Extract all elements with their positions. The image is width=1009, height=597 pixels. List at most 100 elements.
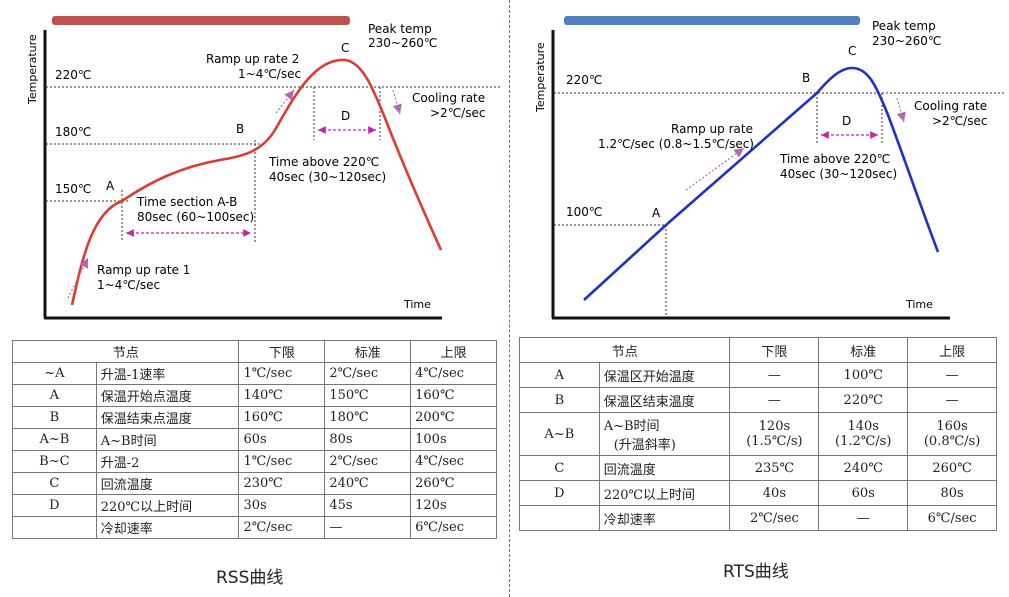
standard-cell: — [324,516,412,539]
item-cell: A~B时间 [95,428,240,451]
standard-cell: 240℃ [818,455,909,481]
node-cell: A~B [12,428,97,451]
upper-cell: 160℃ [410,384,497,407]
rss-ramp2-value: 1~4℃/sec [238,67,301,81]
standard-cell: 140s(1.2℃/s) [818,412,909,456]
standard-cell: — [818,505,909,531]
node-cell: D [519,480,600,506]
standard-main: 140s [847,419,879,434]
item-cell: 保温区开始温度 [598,362,731,388]
rss-ramp2-arrow [275,89,295,114]
rts-x-axis-label: Time [905,298,933,311]
rss-ramp2-title: Ramp up rate 2 [206,52,299,66]
item-cell: 升温-1速率 [95,362,240,385]
rss-point-a: A [106,179,115,193]
rts-peak-title: Peak temp [872,19,936,33]
rss-caption: RSS曲线 [216,568,284,588]
lower-cell: 40s [729,480,820,506]
rss-x-axis-label: Time [403,298,431,311]
standard-cell: 220℃ [818,387,909,413]
rts-level-100: 100℃ [566,205,602,219]
rss-level-220: 220℃ [55,68,91,82]
table-header-row: 节点 下限 标准 上限 [518,337,997,363]
node-cell: A~B [519,412,600,456]
rss-above-value: 40sec (30~120sec) [269,170,386,184]
lower-cell: 140℃ [238,384,326,407]
rts-point-d: D [842,114,851,128]
rss-ramp1-title: Ramp up rate 1 [97,263,190,277]
lower-main: 120s [758,419,791,434]
item-cell: 升温-2 [95,450,240,473]
node-cell [519,505,600,531]
upper-cell: 100s [410,428,497,451]
standard-sub: (1.2℃/s) [835,434,892,449]
standard-cell: 240℃ [324,472,412,495]
header-lower: 下限 [729,337,820,363]
upper-cell: 260℃ [410,472,497,495]
upper-main: 160s [936,419,968,434]
rts-point-a: A [652,206,661,220]
node-cell: D [12,494,97,517]
upper-sub: (0.8℃/s) [923,434,981,449]
rss-above-title: Time above 220℃ [268,155,379,169]
node-cell: C [12,472,97,495]
item-cell: 回流温度 [95,472,240,495]
lower-cell: 60s [238,428,326,451]
rss-section-title: Time section A-B [136,195,237,209]
rss-cooling-arrow [392,89,402,115]
node-cell: ~A [12,362,97,385]
node-cell: B [12,406,97,429]
lower-cell: — [729,362,820,388]
lower-cell: 235℃ [729,455,820,481]
upper-cell: 6℃/sec [410,516,497,539]
standard-cell: 150℃ [324,384,412,407]
lower-cell: — [729,387,820,413]
rss-profile-chart: Temperature Time 220℃ 180℃ 150℃ A B C D … [26,16,500,320]
header-upper: 上限 [410,340,497,363]
item-sub: (升温斜率) [613,438,676,453]
rss-y-axis-label: Temperature [26,34,39,105]
item-cell: 220℃以上时间 [95,494,240,517]
rts-title-banner [564,16,860,25]
rts-level-220: 220℃ [566,73,602,87]
item-cell: 回流温度 [598,455,731,481]
rss-level-180: 180℃ [55,125,91,139]
rts-cooling-value: >2℃/sec [932,114,987,128]
upper-cell: 80s [907,480,997,506]
item-cell: A~B时间(升温斜率) [598,412,731,456]
header-standard: 标准 [324,340,412,363]
rts-above-title: Time above 220℃ [779,152,890,166]
rss-peak-range: 230~260℃ [368,36,437,50]
rts-peak-range: 230~260℃ [872,34,941,48]
upper-cell: 6℃/sec [907,505,997,531]
header-standard: 标准 [818,337,909,363]
table-row: A~B A~B时间(升温斜率) 120s(1.5℃/s) 140s(1.2℃/s… [519,412,997,456]
rts-ramp-value: 1.2℃/sec (0.8~1.5℃/sec) [598,137,754,151]
lower-cell: 120s(1.5℃/s) [729,412,820,456]
rts-point-c: C [848,44,856,58]
lower-cell: 1℃/sec [238,450,326,473]
rts-cooling-title: Cooling rate [914,99,987,113]
upper-cell: — [907,362,997,388]
item-cell: 保温开始点温度 [95,384,240,407]
node-cell: C [519,455,600,481]
rss-point-d: D [341,109,350,123]
lower-sub: (1.5℃/s) [746,434,803,449]
upper-cell: 120s [410,494,497,517]
header-upper: 上限 [907,337,997,363]
rss-cooling-value: >2℃/sec [430,106,485,120]
node-cell: A [519,362,600,388]
standard-cell: 180℃ [324,406,412,429]
item-cell: 冷却速率 [598,505,731,531]
section-divider [509,0,510,597]
